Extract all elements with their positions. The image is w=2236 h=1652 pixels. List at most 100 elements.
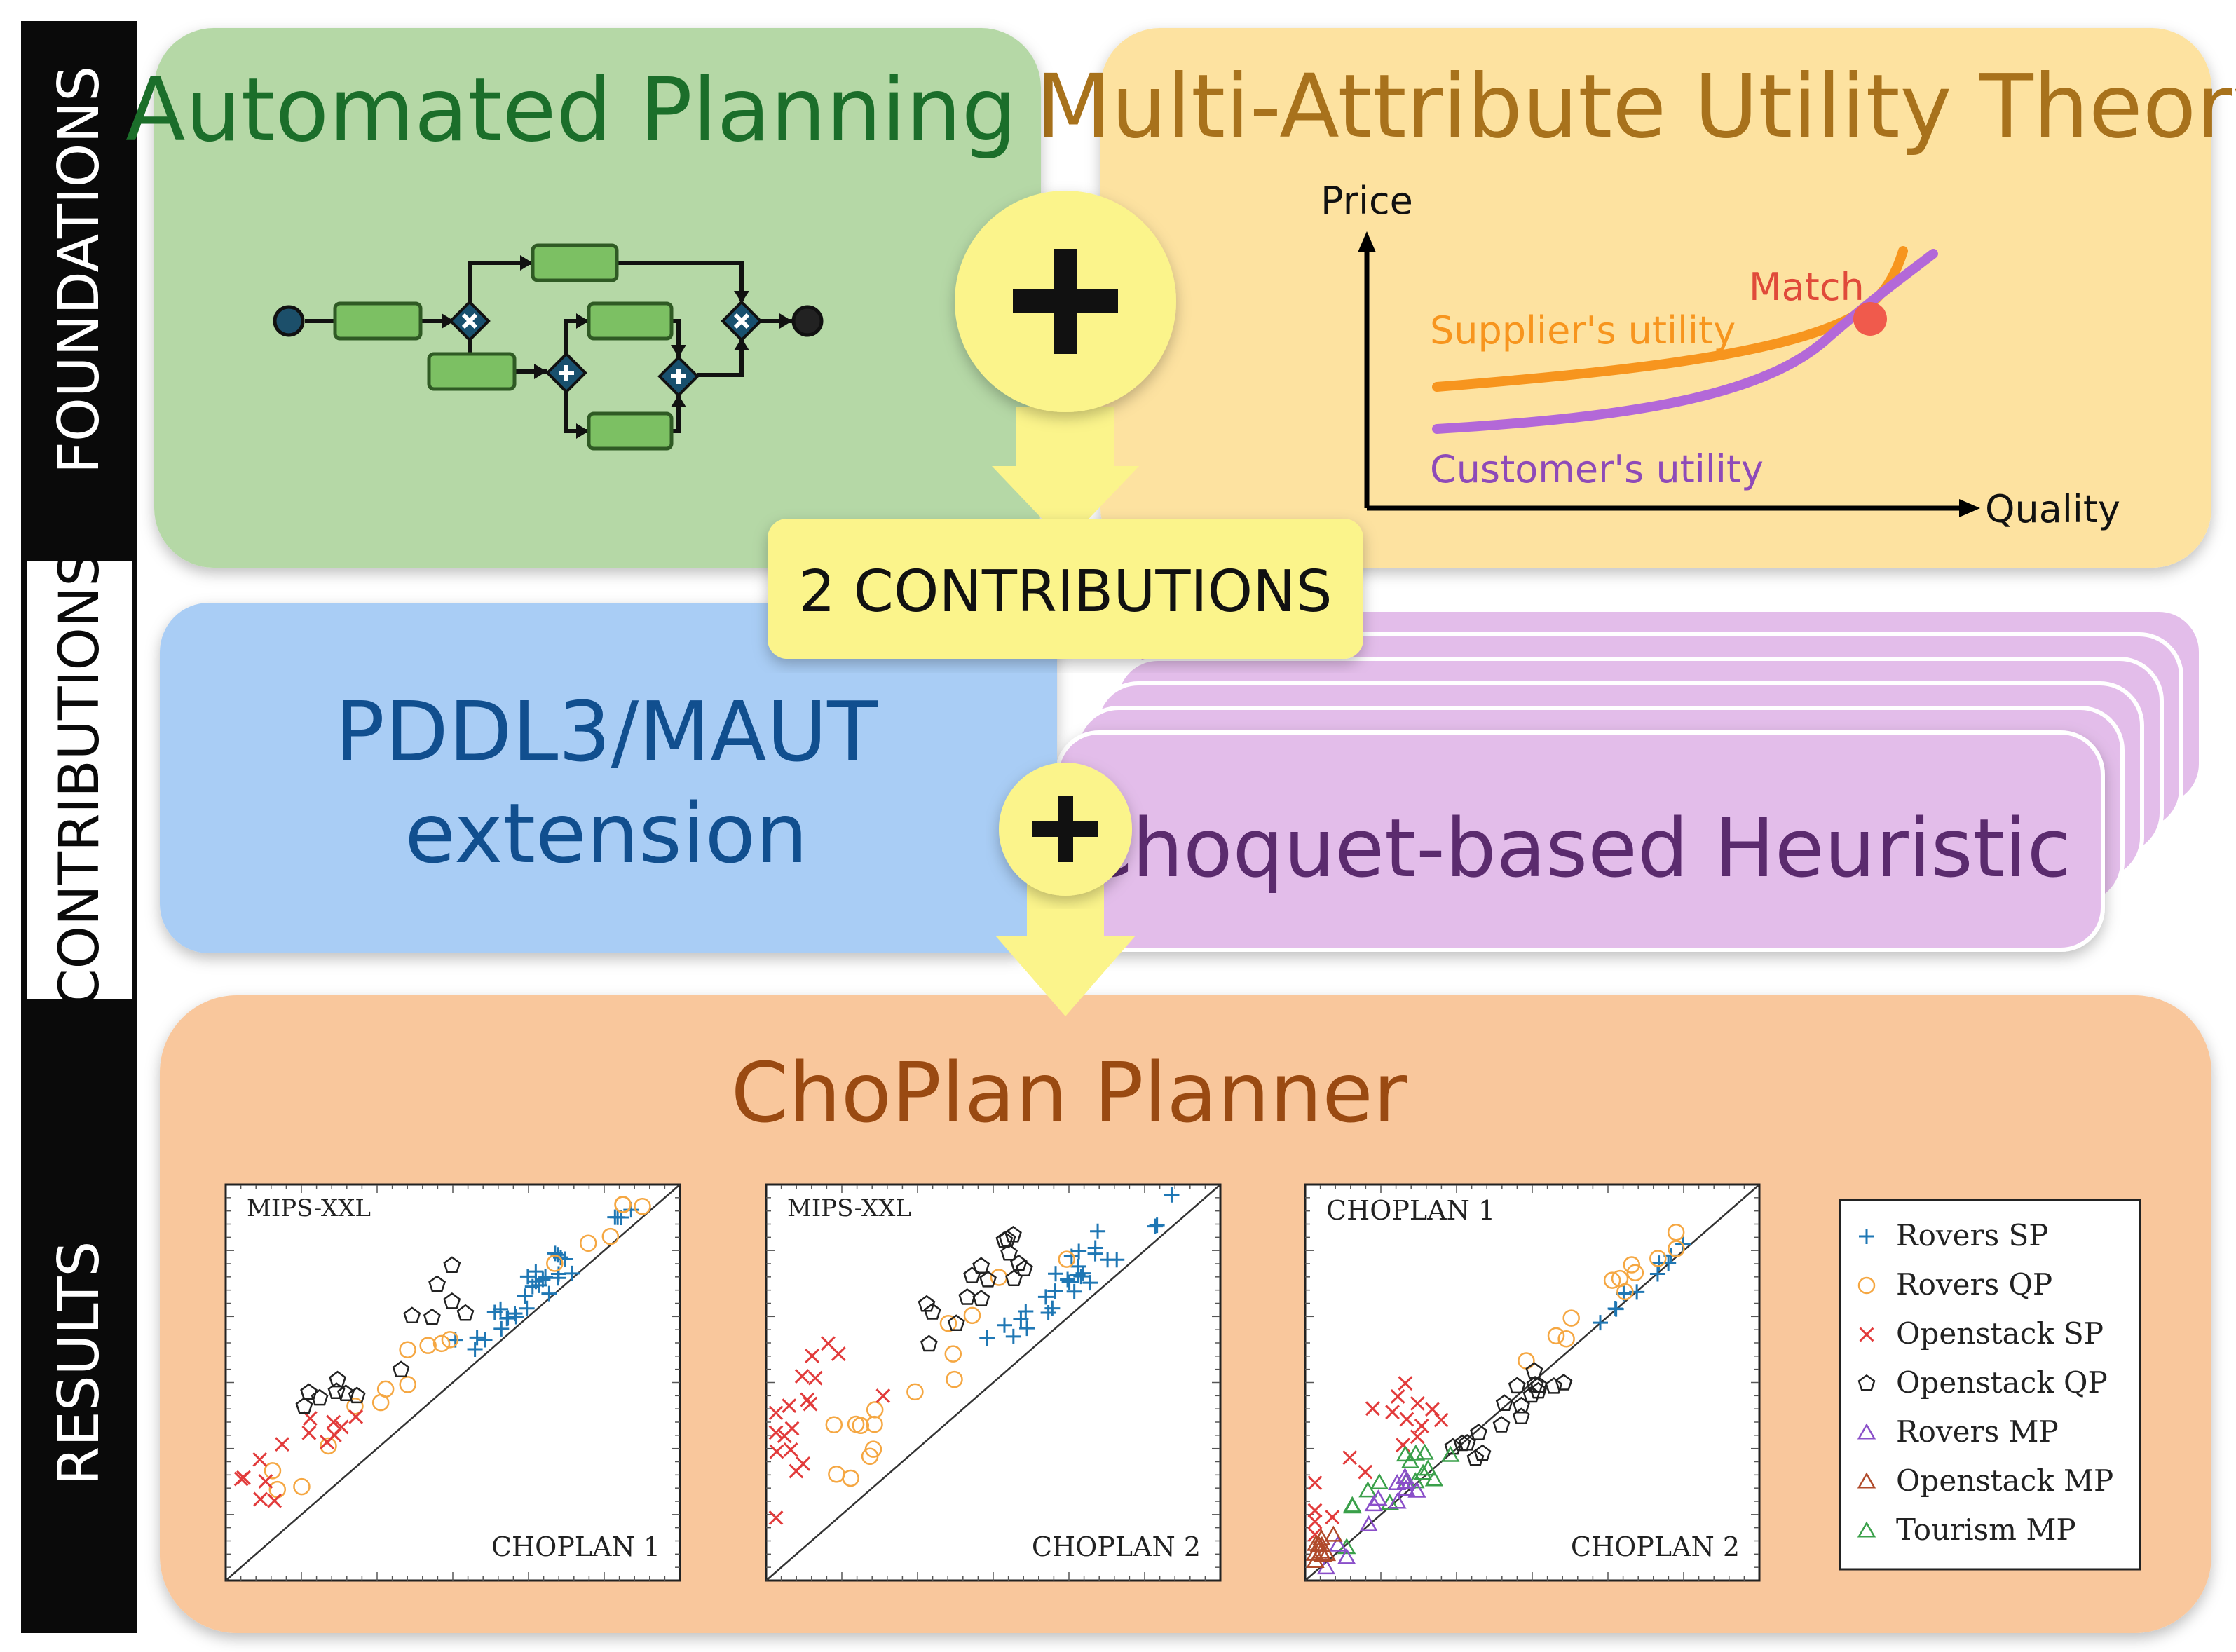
contributions-banner (768, 519, 1363, 659)
triangle-marker (1441, 1445, 1460, 1462)
plus-icon-vertical (1054, 249, 1077, 354)
plot-ticks (1305, 1185, 1759, 1581)
plot-bottom-label: CHOPLAN 2 (1032, 1531, 1201, 1562)
circle-marker (861, 1447, 879, 1466)
plot-diagonal (225, 1184, 681, 1581)
pentagon-marker (423, 1308, 441, 1325)
legend-label: Openstack SP (1896, 1316, 2104, 1351)
scatter-plot-2: MIPS-XXL CHOPLAN 2 (765, 1183, 1222, 1582)
cross-legend-icon (1859, 1327, 1874, 1342)
plus-marker (1649, 1266, 1665, 1282)
cross-marker (800, 1392, 815, 1407)
workflow-tasks (333, 243, 674, 451)
plus-marker (547, 1245, 563, 1262)
choquet-stack (1055, 608, 2203, 952)
plus-marker (1149, 1217, 1165, 1234)
plus-marker (1087, 1240, 1103, 1256)
plus-marker (996, 1317, 1012, 1333)
and-gateway-join-icon (657, 355, 700, 397)
circle-marker (1626, 1264, 1644, 1282)
plot-markers (233, 1196, 651, 1508)
cross-marker (1342, 1450, 1358, 1466)
triangle-marker (1305, 1544, 1325, 1561)
pentagon-marker (403, 1306, 421, 1324)
cross-marker (1410, 1395, 1425, 1411)
pentagon-marker (947, 1314, 965, 1332)
plot-top-label: CHOPLAN 1 (1326, 1195, 1495, 1226)
plus-marker (1082, 1275, 1098, 1291)
circle-marker (1562, 1309, 1580, 1327)
pentagon-marker (923, 1303, 941, 1320)
triangle-marker (1424, 1470, 1444, 1487)
side-bar-active-segment (27, 561, 132, 999)
circle-marker (546, 1255, 564, 1272)
cross-marker (253, 1491, 268, 1507)
cross-marker (1358, 1464, 1373, 1480)
utility-chart: Price Quality Supplier's utility Custome… (1321, 179, 2120, 531)
scatter-plot-3: CHOPLAN 1 CHOPLAN 2 (1304, 1183, 1761, 1582)
circle-marker (906, 1383, 924, 1401)
maut-title: Multi-Attribute Utility Theory (1035, 56, 2236, 158)
plot-top-label: MIPS-XXL (247, 1194, 371, 1222)
pentagon-marker (1495, 1394, 1513, 1412)
pentagon-marker (443, 1256, 461, 1274)
workflow-start-event (273, 305, 305, 337)
pddl-title-line1: PDDL3/MAUT (335, 683, 878, 780)
pentagon-marker (1545, 1377, 1563, 1394)
plus-marker (524, 1278, 540, 1295)
side-label-foundations: FOUNDATIONS (46, 66, 111, 474)
circle-marker (579, 1234, 597, 1252)
circle-marker (1649, 1250, 1667, 1267)
plus-marker (1109, 1252, 1125, 1268)
circle-marker (825, 1416, 843, 1433)
plus-marker (1090, 1223, 1106, 1239)
cross-marker (789, 1463, 804, 1479)
legend-label: Rovers SP (1896, 1218, 2049, 1252)
plus-marker (1018, 1304, 1034, 1320)
xor-gateway-join-icon (721, 300, 763, 342)
pentagon-marker (300, 1383, 318, 1400)
plus-marker (1164, 1187, 1180, 1203)
customer-utility-label: Customer's utility (1430, 447, 1764, 491)
plus-marker (607, 1209, 623, 1225)
triangle-legend-icon (1857, 1423, 1876, 1440)
results-title: ChoPlan Planner (731, 1044, 1407, 1141)
pentagon-marker (1526, 1376, 1544, 1393)
plot-ticks (766, 1185, 1220, 1581)
pentagon-marker (295, 1397, 313, 1414)
xor-gateway-split-icon (449, 300, 491, 342)
utility-x-axis-label: Quality (1985, 487, 2120, 531)
legend-label: Openstack MP (1896, 1463, 2113, 1498)
pentagon-marker (972, 1257, 990, 1274)
triangle-marker (1419, 1459, 1438, 1476)
circle-marker (828, 1466, 845, 1483)
triangle-legend-icon (1857, 1472, 1876, 1489)
plus-marker (1047, 1283, 1063, 1299)
circle-marker (264, 1462, 282, 1480)
plus-marker (1070, 1258, 1086, 1274)
cross-marker (821, 1336, 836, 1351)
triangle-marker (1337, 1548, 1356, 1564)
cross-marker (1410, 1429, 1425, 1445)
cross-marker (1365, 1401, 1380, 1417)
circle-marker (1058, 1250, 1075, 1268)
triangle-marker (1324, 1525, 1343, 1542)
triangle-marker (1396, 1473, 1415, 1489)
triangle-marker (1343, 1496, 1362, 1513)
plus-marker (538, 1269, 554, 1285)
contributions-plus-bubble (999, 763, 1132, 896)
pentagon-marker (443, 1292, 461, 1309)
circle-marker (939, 1315, 957, 1332)
pentagon-marker (920, 1334, 938, 1352)
triangle-marker (1312, 1529, 1331, 1545)
plus-marker (1013, 1311, 1029, 1327)
plus-marker (508, 1309, 524, 1325)
plus-marker (519, 1269, 536, 1285)
circle-marker (293, 1477, 311, 1496)
triangle-marker (1396, 1468, 1414, 1484)
cross-marker (1307, 1475, 1323, 1491)
plus-marker (531, 1277, 547, 1293)
triangle-legend-icon (1857, 1521, 1876, 1538)
